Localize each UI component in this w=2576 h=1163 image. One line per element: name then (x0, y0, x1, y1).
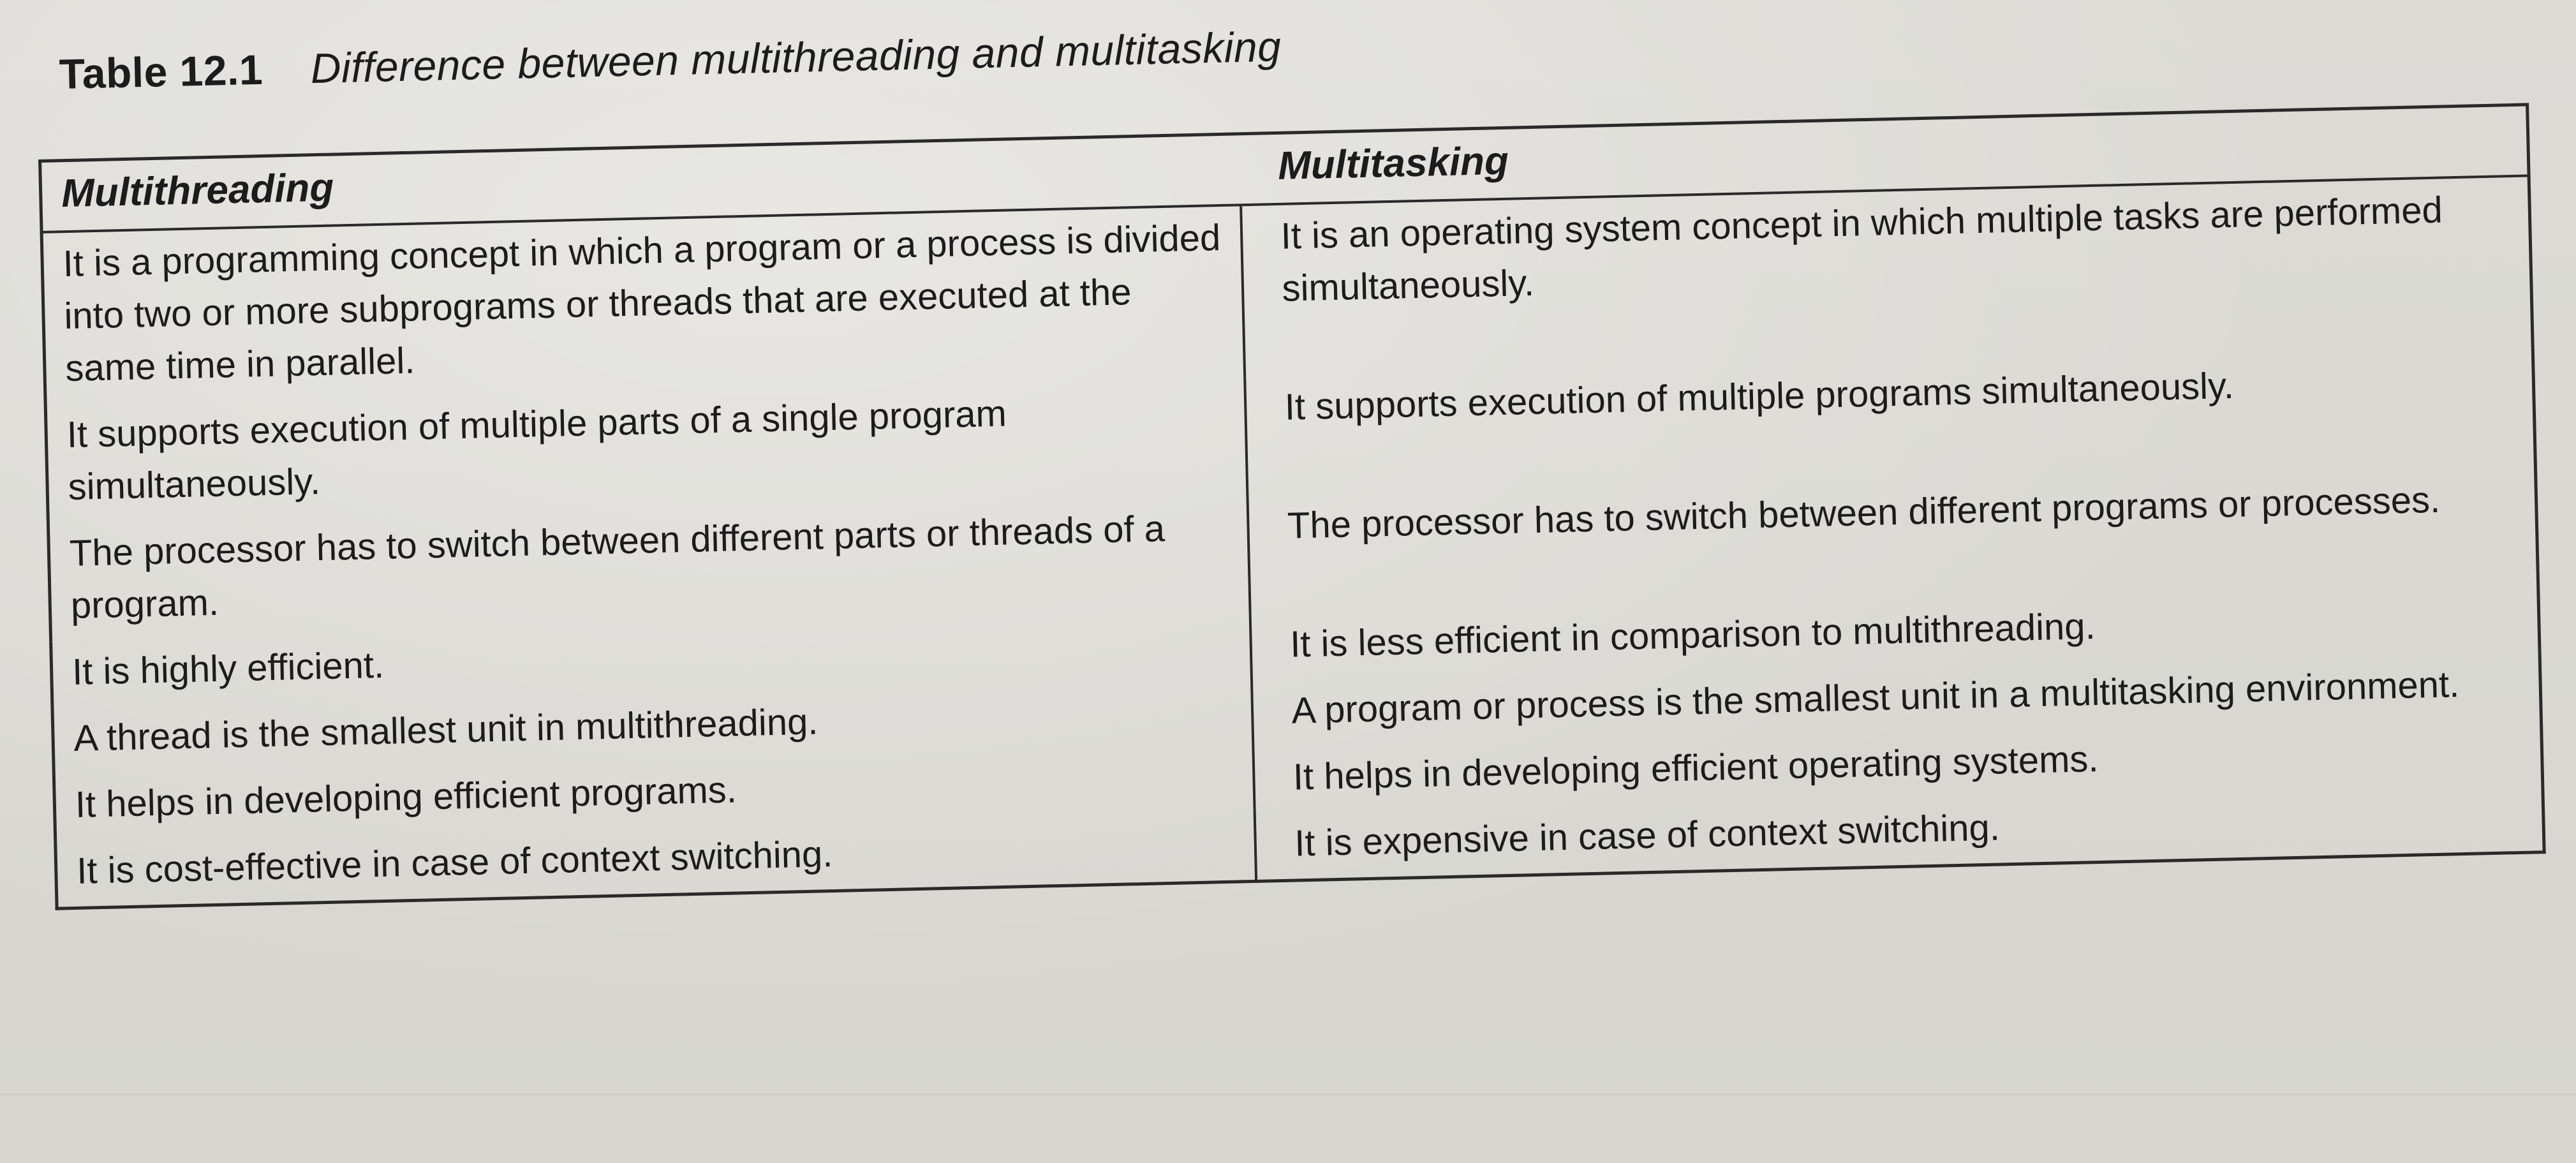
cell-multithreading: It is a programming concept in which a p… (62, 216, 1221, 390)
cell-multitasking: It is an operating system concept in whi… (1240, 175, 2533, 378)
table-caption: Table 12.1 Difference between multithrea… (59, 22, 1282, 98)
page-shadow (0, 1094, 2576, 1095)
comparison-table: Multithreading Multitasking It is a prog… (38, 103, 2546, 910)
table-title: Difference between multithreading and mu… (310, 22, 1282, 93)
comparison-table-wrapper: Multithreading Multitasking It is a prog… (38, 103, 2573, 1116)
table-number: Table 12.1 (59, 45, 263, 98)
